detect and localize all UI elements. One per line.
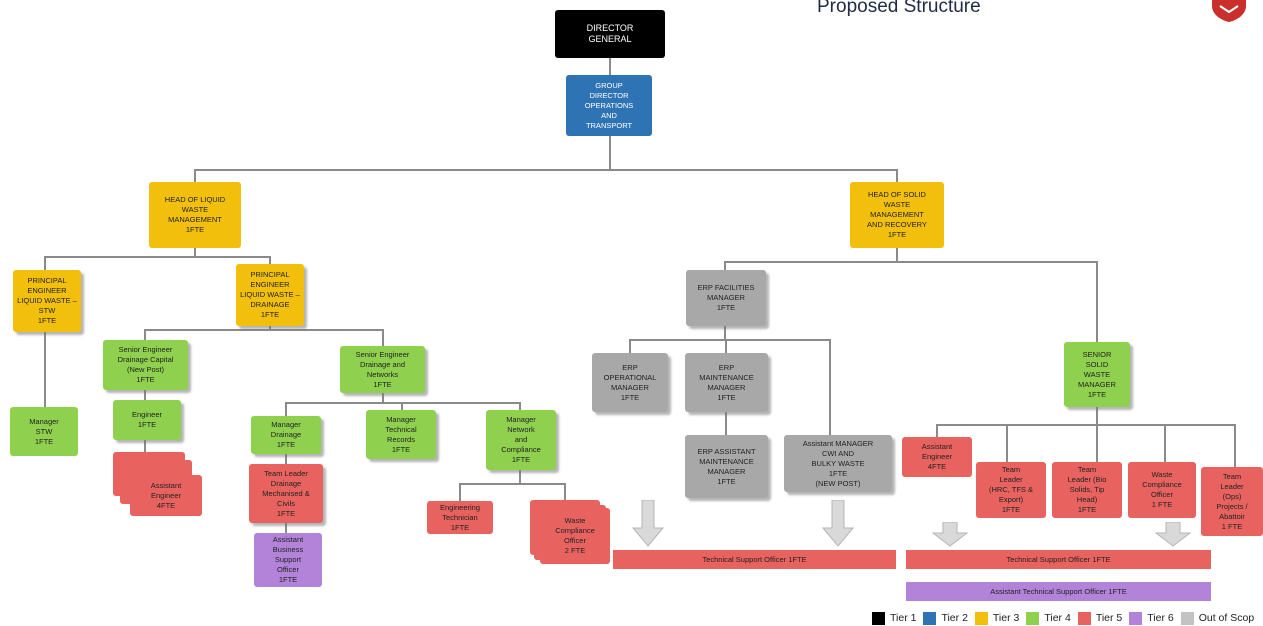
waste-compliance-officer-2fte-node: Waste Compliance Officer 2 FTE — [540, 508, 610, 564]
legend-item-tier-4: Tier 4 — [1026, 611, 1071, 625]
assistant-technical-support-officer-bar: Assistant Technical Support Officer 1FTE — [906, 582, 1211, 601]
legend-label: Tier 1 — [890, 612, 917, 624]
group-director-node: GROUP DIRECTOR OPERATIONS AND TRANSPORT — [566, 75, 652, 136]
waste-compliance-officer-1fte-node: Waste Compliance Officer 1 FTE — [1128, 462, 1196, 518]
engineer-node: Engineer 1FTE — [113, 400, 181, 440]
legend-label: Tier 4 — [1044, 612, 1071, 624]
manager-technical-records-node: Manager Technical Records 1FTE — [366, 410, 436, 459]
legend-swatch — [1077, 611, 1091, 625]
legend-swatch — [974, 611, 988, 625]
team-leader-drainage-node: Team Leader Drainage Mechanised & Civils… — [249, 464, 323, 523]
legend-swatch — [872, 611, 885, 625]
team-leader-ops-node: Team Leader (Ops) Projects / Abattoir 1 … — [1201, 467, 1263, 536]
team-leader-hrc-node: Team Leader (HRC, TFS & Export) 1FTE — [976, 462, 1046, 518]
legend-item-tier-3: Tier 3 — [974, 611, 1020, 625]
down-arrow-icon — [932, 522, 968, 547]
legend-item-tier-5: Tier 5 — [1077, 611, 1123, 625]
tier-legend: Tier 1 Tier 2 Tier 3 Tier 4 Tier 5 Tier … — [872, 610, 1261, 626]
head-solid-waste-node: HEAD OF SOLID WASTE MANAGEMENT AND RECOV… — [850, 182, 944, 248]
director-general-node: DIRECTOR GENERAL — [555, 10, 665, 58]
erp-assistant-maintenance-node: ERP ASSISTANT MAINTENANCE MANAGER 1FTE — [685, 435, 768, 498]
senior-solid-waste-manager-node: SENIOR SOLID WASTE MANAGER 1FTE — [1064, 342, 1130, 407]
senior-engineer-drainage-networks-node: Senior Engineer Drainage and Networks 1F… — [340, 346, 425, 393]
head-liquid-waste-node: HEAD OF LIQUID WASTE MANAGEMENT 1FTE — [149, 182, 241, 248]
manager-stw-node: Manager STW 1FTE — [10, 407, 78, 456]
legend-item-tier-6: Tier 6 — [1129, 611, 1174, 625]
erp-maintenance-manager-node: ERP MAINTENANCE MANAGER 1FTE — [685, 353, 768, 412]
legend-item-tier-2: Tier 2 — [923, 611, 968, 625]
senior-engineer-drainage-capital-node: Senior Engineer Drainage Capital (New Po… — [103, 340, 188, 390]
legend-label: Tier 6 — [1147, 612, 1174, 624]
down-arrow-icon — [822, 500, 854, 547]
engineering-technician-node: Engineering Technician 1FTE — [427, 501, 493, 534]
team-leader-bio-node: Team Leader (Bio Solids, Tip Head) 1FTE — [1052, 462, 1122, 518]
legend-item-out-of-scope: Out of Scop — [1180, 611, 1255, 625]
assistant-engineer-node: Assistant Engineer 4FTE — [130, 475, 202, 516]
down-arrow-icon — [1155, 522, 1191, 547]
legend-label: Out of Scop — [1198, 612, 1255, 624]
erp-facilities-manager-node: ERP FACILITIES MANAGER 1FTE — [686, 270, 766, 326]
principal-engineer-drainage-node: PRINCIPAL ENGINEER LIQUID WASTE – DRAINA… — [236, 264, 304, 326]
legend-label: Tier 2 — [941, 612, 968, 624]
legend-swatch — [923, 611, 937, 625]
assistant-business-support-node: Assistant Business Support Officer 1FTE — [254, 533, 322, 587]
legend-swatch — [1180, 611, 1194, 625]
down-arrow-icon — [632, 500, 664, 547]
legend-swatch — [1026, 611, 1040, 625]
crest-logo — [1212, 0, 1246, 22]
legend-item-tier-1: Tier 1 — [872, 611, 917, 625]
legend-label: Tier 3 — [992, 612, 1020, 624]
legend-label: Tier 5 — [1095, 612, 1123, 624]
technical-support-officer-right-bar: Technical Support Officer 1FTE — [906, 550, 1211, 569]
manager-drainage-node: Manager Drainage 1FTE — [251, 416, 321, 454]
technical-support-officer-left-bar: Technical Support Officer 1FTE — [613, 550, 896, 569]
assistant-engineer-solid-node: Assistant Engineer 4FTE — [902, 437, 972, 477]
principal-engineer-stw-node: PRINCIPAL ENGINEER LIQUID WASTE – STW 1F… — [13, 270, 81, 332]
page-title: Proposed Structure — [817, 0, 981, 17]
assistant-manager-cwi-node: Assistant MANAGER CWI AND BULKY WASTE 1F… — [784, 435, 892, 492]
erp-operational-manager-node: ERP OPERATIONAL MANAGER 1FTE — [592, 353, 668, 412]
manager-network-compliance-node: Manager Network and Compliance 1FTE — [486, 410, 556, 470]
legend-swatch — [1129, 611, 1143, 625]
